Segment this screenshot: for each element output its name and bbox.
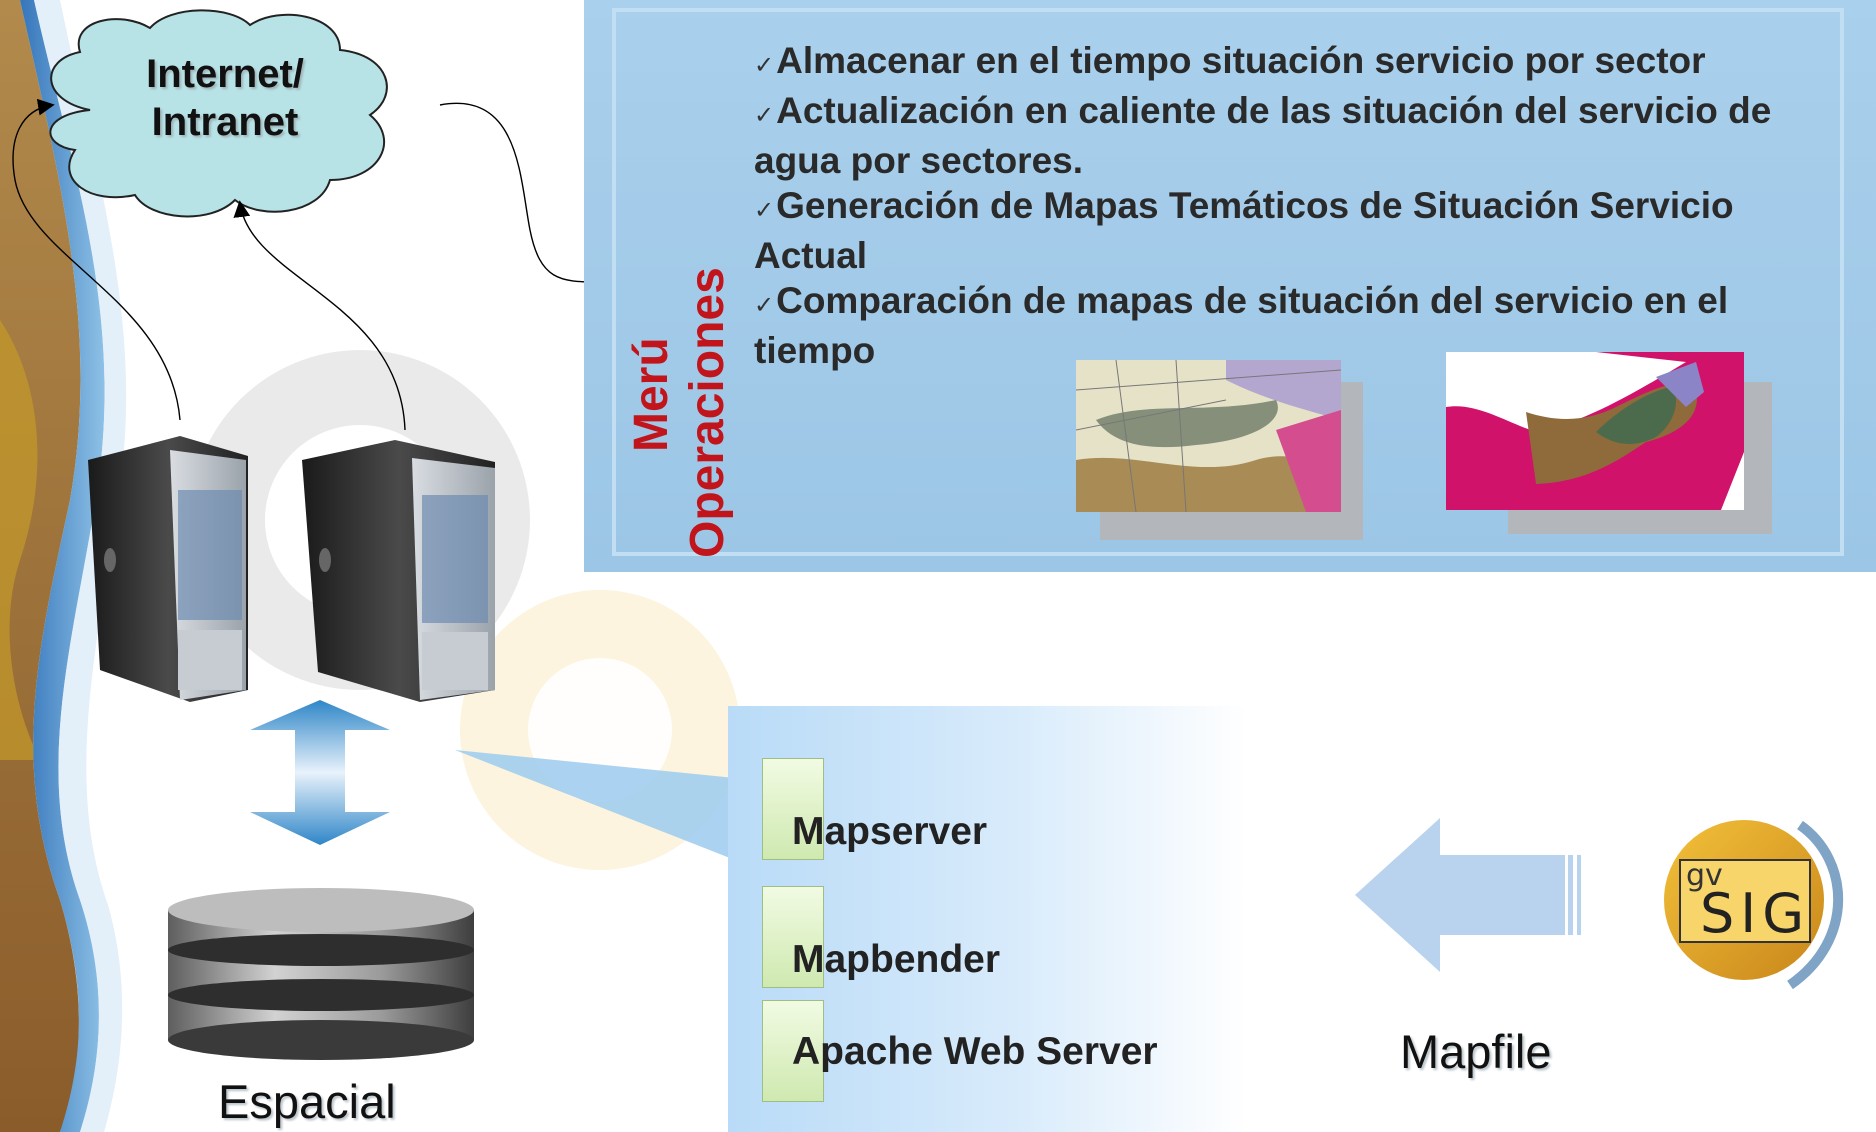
panel-vertical-title: Merú Operaciones bbox=[614, 100, 734, 558]
cloud-label-line1: Internet/ bbox=[146, 52, 304, 96]
operations-panel-border bbox=[612, 8, 1844, 556]
cloud-label: Internet/ Intranet bbox=[80, 50, 370, 146]
server-2 bbox=[302, 440, 495, 702]
stack-label-apache: Apache Web Server bbox=[792, 1030, 1158, 1073]
database-cylinder bbox=[168, 888, 474, 1060]
stack-block-mapserver bbox=[762, 758, 824, 860]
gvsig-logo-shape bbox=[1664, 820, 1844, 990]
feature-item: ✓Actualización en caliente de las situac… bbox=[754, 90, 1772, 181]
feature-item: ✓Generación de Mapas Temáticos de Situac… bbox=[754, 185, 1734, 276]
feature-item: ✓Comparación de mapas de situación del s… bbox=[754, 280, 1729, 371]
map-thumbnail-2 bbox=[1446, 352, 1744, 510]
stack-label-mapbender: Mapbender bbox=[792, 938, 1001, 981]
cloud-shape bbox=[49, 9, 388, 218]
check-icon: ✓ bbox=[754, 292, 775, 319]
database-caption: Espacial bbox=[218, 1075, 396, 1128]
feature-item: ✓Almacenar en el tiempo situación servic… bbox=[754, 40, 1706, 81]
stack-block-mapbender bbox=[762, 886, 824, 988]
cloud-label-line2: Intranet bbox=[151, 100, 299, 144]
logo-sig-text: SIG bbox=[1700, 882, 1811, 945]
panel-title-line2: Operaciones bbox=[681, 267, 734, 558]
check-icon: ✓ bbox=[754, 102, 775, 129]
check-icon: ✓ bbox=[754, 52, 775, 79]
map-thumbnail-1 bbox=[1076, 360, 1341, 512]
stack-block-apache bbox=[762, 1000, 824, 1102]
mapfile-caption: Mapfile bbox=[1400, 1025, 1552, 1078]
check-icon: ✓ bbox=[754, 197, 775, 224]
server-1 bbox=[88, 436, 248, 702]
logo-gv-text: gv bbox=[1686, 858, 1723, 893]
feature-list: ✓Almacenar en el tiempo situación servic… bbox=[754, 38, 1854, 373]
stack-label-mapserver: Mapserver bbox=[792, 810, 988, 853]
panel-title-line1: Merú bbox=[625, 337, 678, 452]
